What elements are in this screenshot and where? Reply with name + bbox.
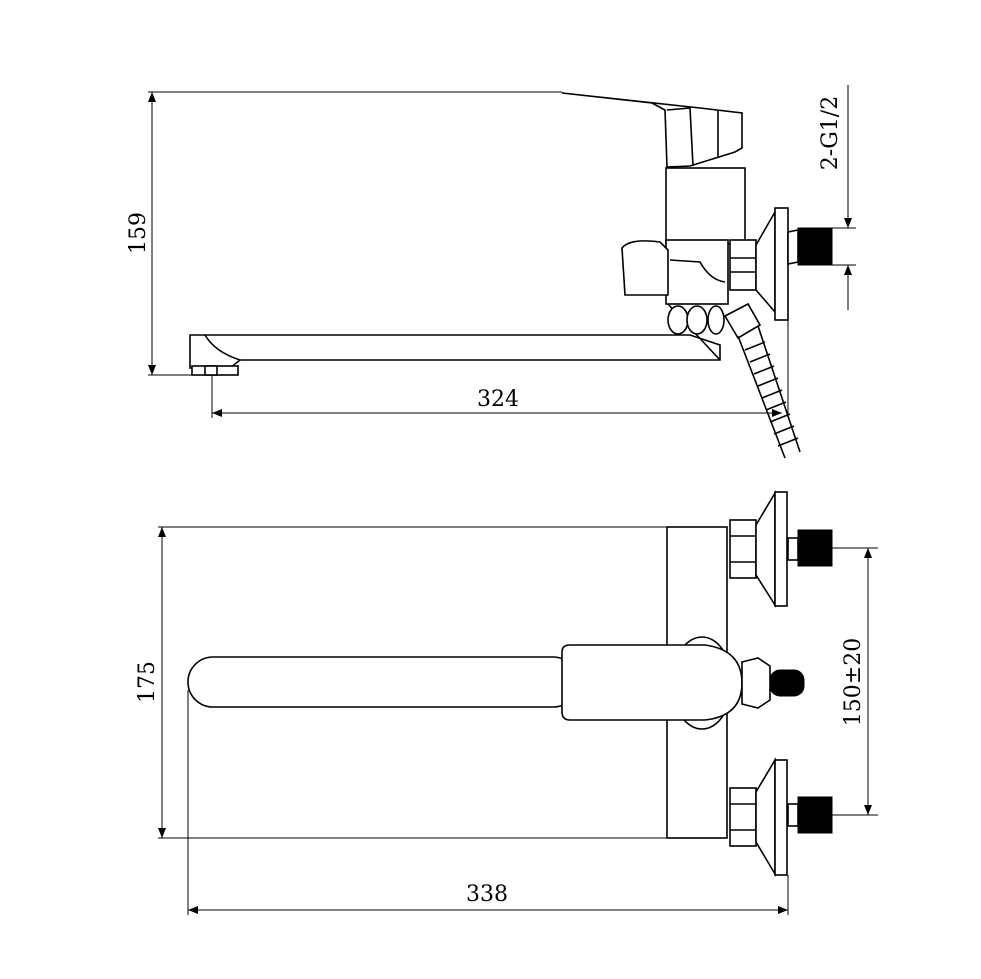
- dim-159-label: 159: [126, 212, 151, 254]
- dim-150-label: 150±20: [841, 638, 866, 726]
- dimension-175: 175: [135, 526, 667, 839]
- dimension-324: 324: [211, 320, 789, 418]
- side-view: 159: [126, 85, 856, 459]
- plan-view: 175: [135, 490, 878, 915]
- spout-plan: [187, 656, 579, 708]
- dim-324-label: 324: [477, 387, 519, 412]
- handle-plan: [561, 644, 743, 721]
- spout: [189, 334, 721, 376]
- upper-fitting: [729, 490, 833, 608]
- dimension-159: 159: [126, 91, 562, 376]
- dim-338-label: 338: [466, 882, 508, 907]
- dim-175-label: 175: [135, 661, 160, 703]
- dimension-thread: 2-G1/2: [818, 85, 856, 310]
- hose-connector: [741, 657, 805, 709]
- dimension-338: 338: [187, 690, 789, 915]
- hose: [723, 302, 801, 459]
- lower-fitting: [729, 757, 833, 877]
- spout-rings: [667, 305, 725, 335]
- wall-fitting: [729, 207, 833, 321]
- mixer-body: [561, 92, 746, 361]
- dimension-150: 150±20: [832, 547, 878, 816]
- thread-label: 2-G1/2: [818, 96, 843, 170]
